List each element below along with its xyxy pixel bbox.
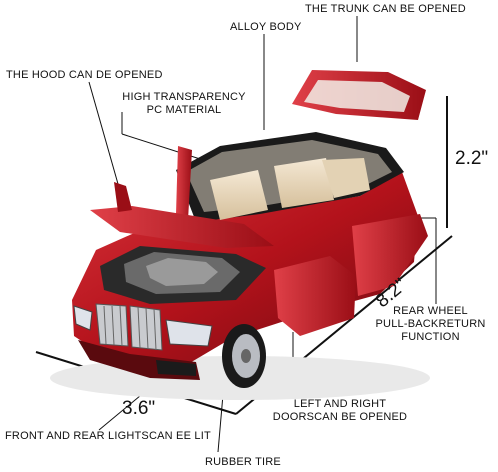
hood-label: THE HOOD CAN DE OPENED (6, 69, 163, 81)
height-dimension: 2.2" (455, 148, 489, 169)
rear-wheel-line-3: FUNCTION (401, 331, 460, 343)
trunk-label: THE TRUNK CAN BE OPENED (305, 3, 466, 15)
alloy-body-label: ALLOY BODY (230, 21, 302, 33)
rear-wheel-label: REAR WHEEL PULL-BACKRETURN FUNCTION (363, 305, 498, 344)
doors-line-2: DOORSCAN BE OPENED (272, 411, 408, 423)
rubber-tire-label: RUBBER TIRE (205, 456, 281, 468)
doors-line-1: LEFT AND RIGHT (293, 398, 387, 410)
lights-label: FRONT AND REAR LIGHTSCAN EE LIT (5, 430, 211, 442)
rear-wheel-line-1: REAR WHEEL (393, 305, 468, 317)
width-dimension: 3.6" (122, 398, 156, 419)
rear-wheel-line-2: PULL-BACKRETURN (375, 318, 486, 330)
pc-material-label: HIGH TRANSPARENCY PC MATERIAL (114, 91, 254, 117)
pc-material-line-2: PC MATERIAL (146, 104, 222, 116)
pc-material-line-1: HIGH TRANSPARENCY (122, 91, 246, 103)
doors-label: LEFT AND RIGHT DOORSCAN BE OPENED (270, 398, 410, 424)
